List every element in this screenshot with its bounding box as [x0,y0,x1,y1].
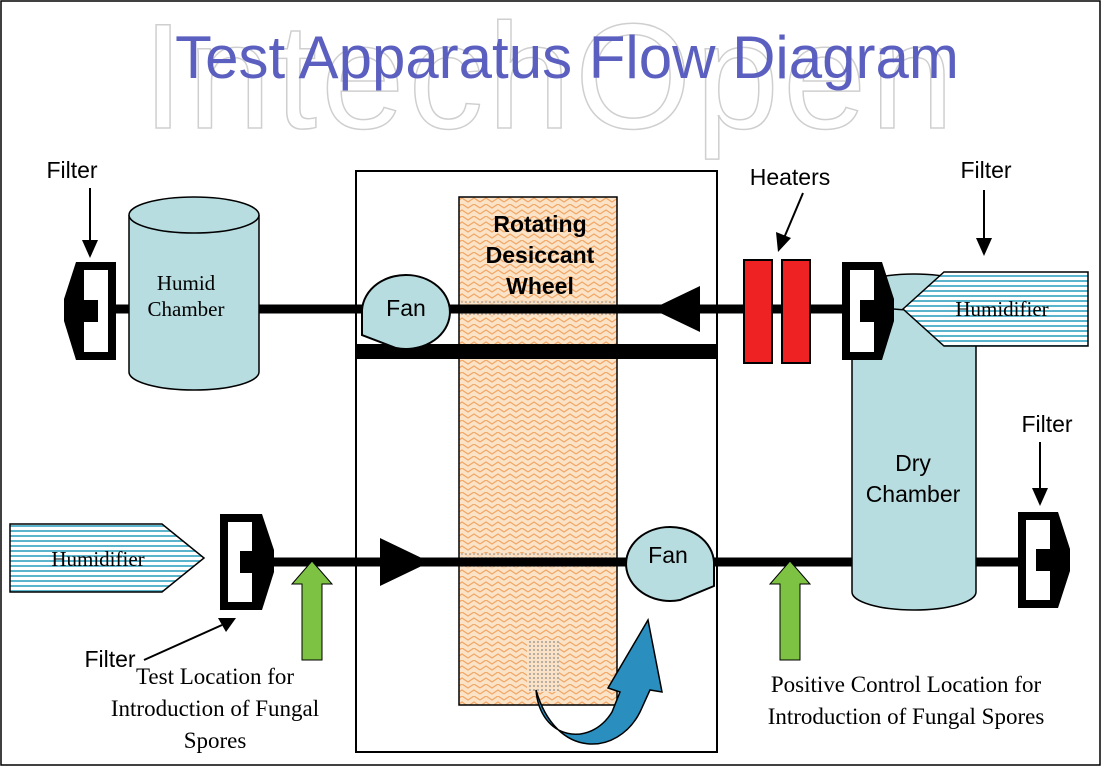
humid-chamber-label-line2: Chamber [148,297,225,321]
humidifier-bottom-left: Humidifier [9,523,206,593]
humidifier-bottom-label: Humidifier [51,547,144,571]
test-location-line3: Spores [184,728,247,753]
heaters-label: Heaters [750,164,831,190]
wheel-label-line1: Rotating [493,211,586,237]
wheel-separator-bar [356,344,717,359]
diagram-title: Test Apparatus Flow Diagram [175,24,959,91]
filter-bottom-right [1018,512,1070,608]
filter-bottom-right-pointer-head [1032,488,1048,506]
filter-top-right-pointer-head [976,238,992,256]
wheel-rotation-arrow [535,617,663,745]
filter-bottom-left-label: Filter [84,646,135,672]
wheel-label-line2: Desiccant [486,242,595,268]
heater-left [743,259,773,364]
fan-bottom-label: Fan [648,542,688,568]
dry-chamber-label-line1: Dry [895,450,931,476]
positive-control-line2: Introduction of Fungal Spores [768,704,1045,729]
filter-bottom-left-pointer-head [218,618,236,632]
watermark-text: IntechOpen [142,0,958,160]
filter-bottom-left [220,514,274,610]
heaters-pointer-line [783,192,804,239]
wheel-label-line3: Wheel [506,273,574,299]
top-flow-arrow [652,286,700,332]
filter-top-left-label: Filter [46,157,97,183]
positive-control-line1: Positive Control Location for [771,672,1042,697]
bottom-flow-arrow [380,538,430,586]
fan-bottom: Fan [625,525,715,602]
dry-chamber-label-line2: Chamber [866,481,961,507]
fan-top: Fan [361,273,451,350]
fan-top-label: Fan [386,295,426,321]
humidifier-top-right: Humidifier [901,271,1089,347]
wheel-sample-region [527,640,559,692]
filter-bottom-left-pointer [143,624,223,661]
desiccant-wheel [458,196,618,706]
filter-top-left [64,262,116,360]
humid-chamber: Humid Chamber [128,196,260,391]
filter-bottom-right-label: Filter [1021,411,1072,437]
filter-top-right [842,262,894,360]
test-location-arrow [290,560,334,661]
filter-top-right-label: Filter [960,157,1011,183]
wheel-enclosure [355,170,718,753]
humid-chamber-label-line1: Humid [157,271,216,295]
heaters-pointer-head [776,232,791,252]
filter-top-left-pointer-head [82,240,98,258]
humidifier-top-label: Humidifier [955,297,1048,321]
positive-control-arrow [768,560,812,661]
test-location-line1: Test Location for [136,664,294,689]
heater-right [781,259,811,364]
test-location-line2: Introduction of Fungal [111,696,319,721]
